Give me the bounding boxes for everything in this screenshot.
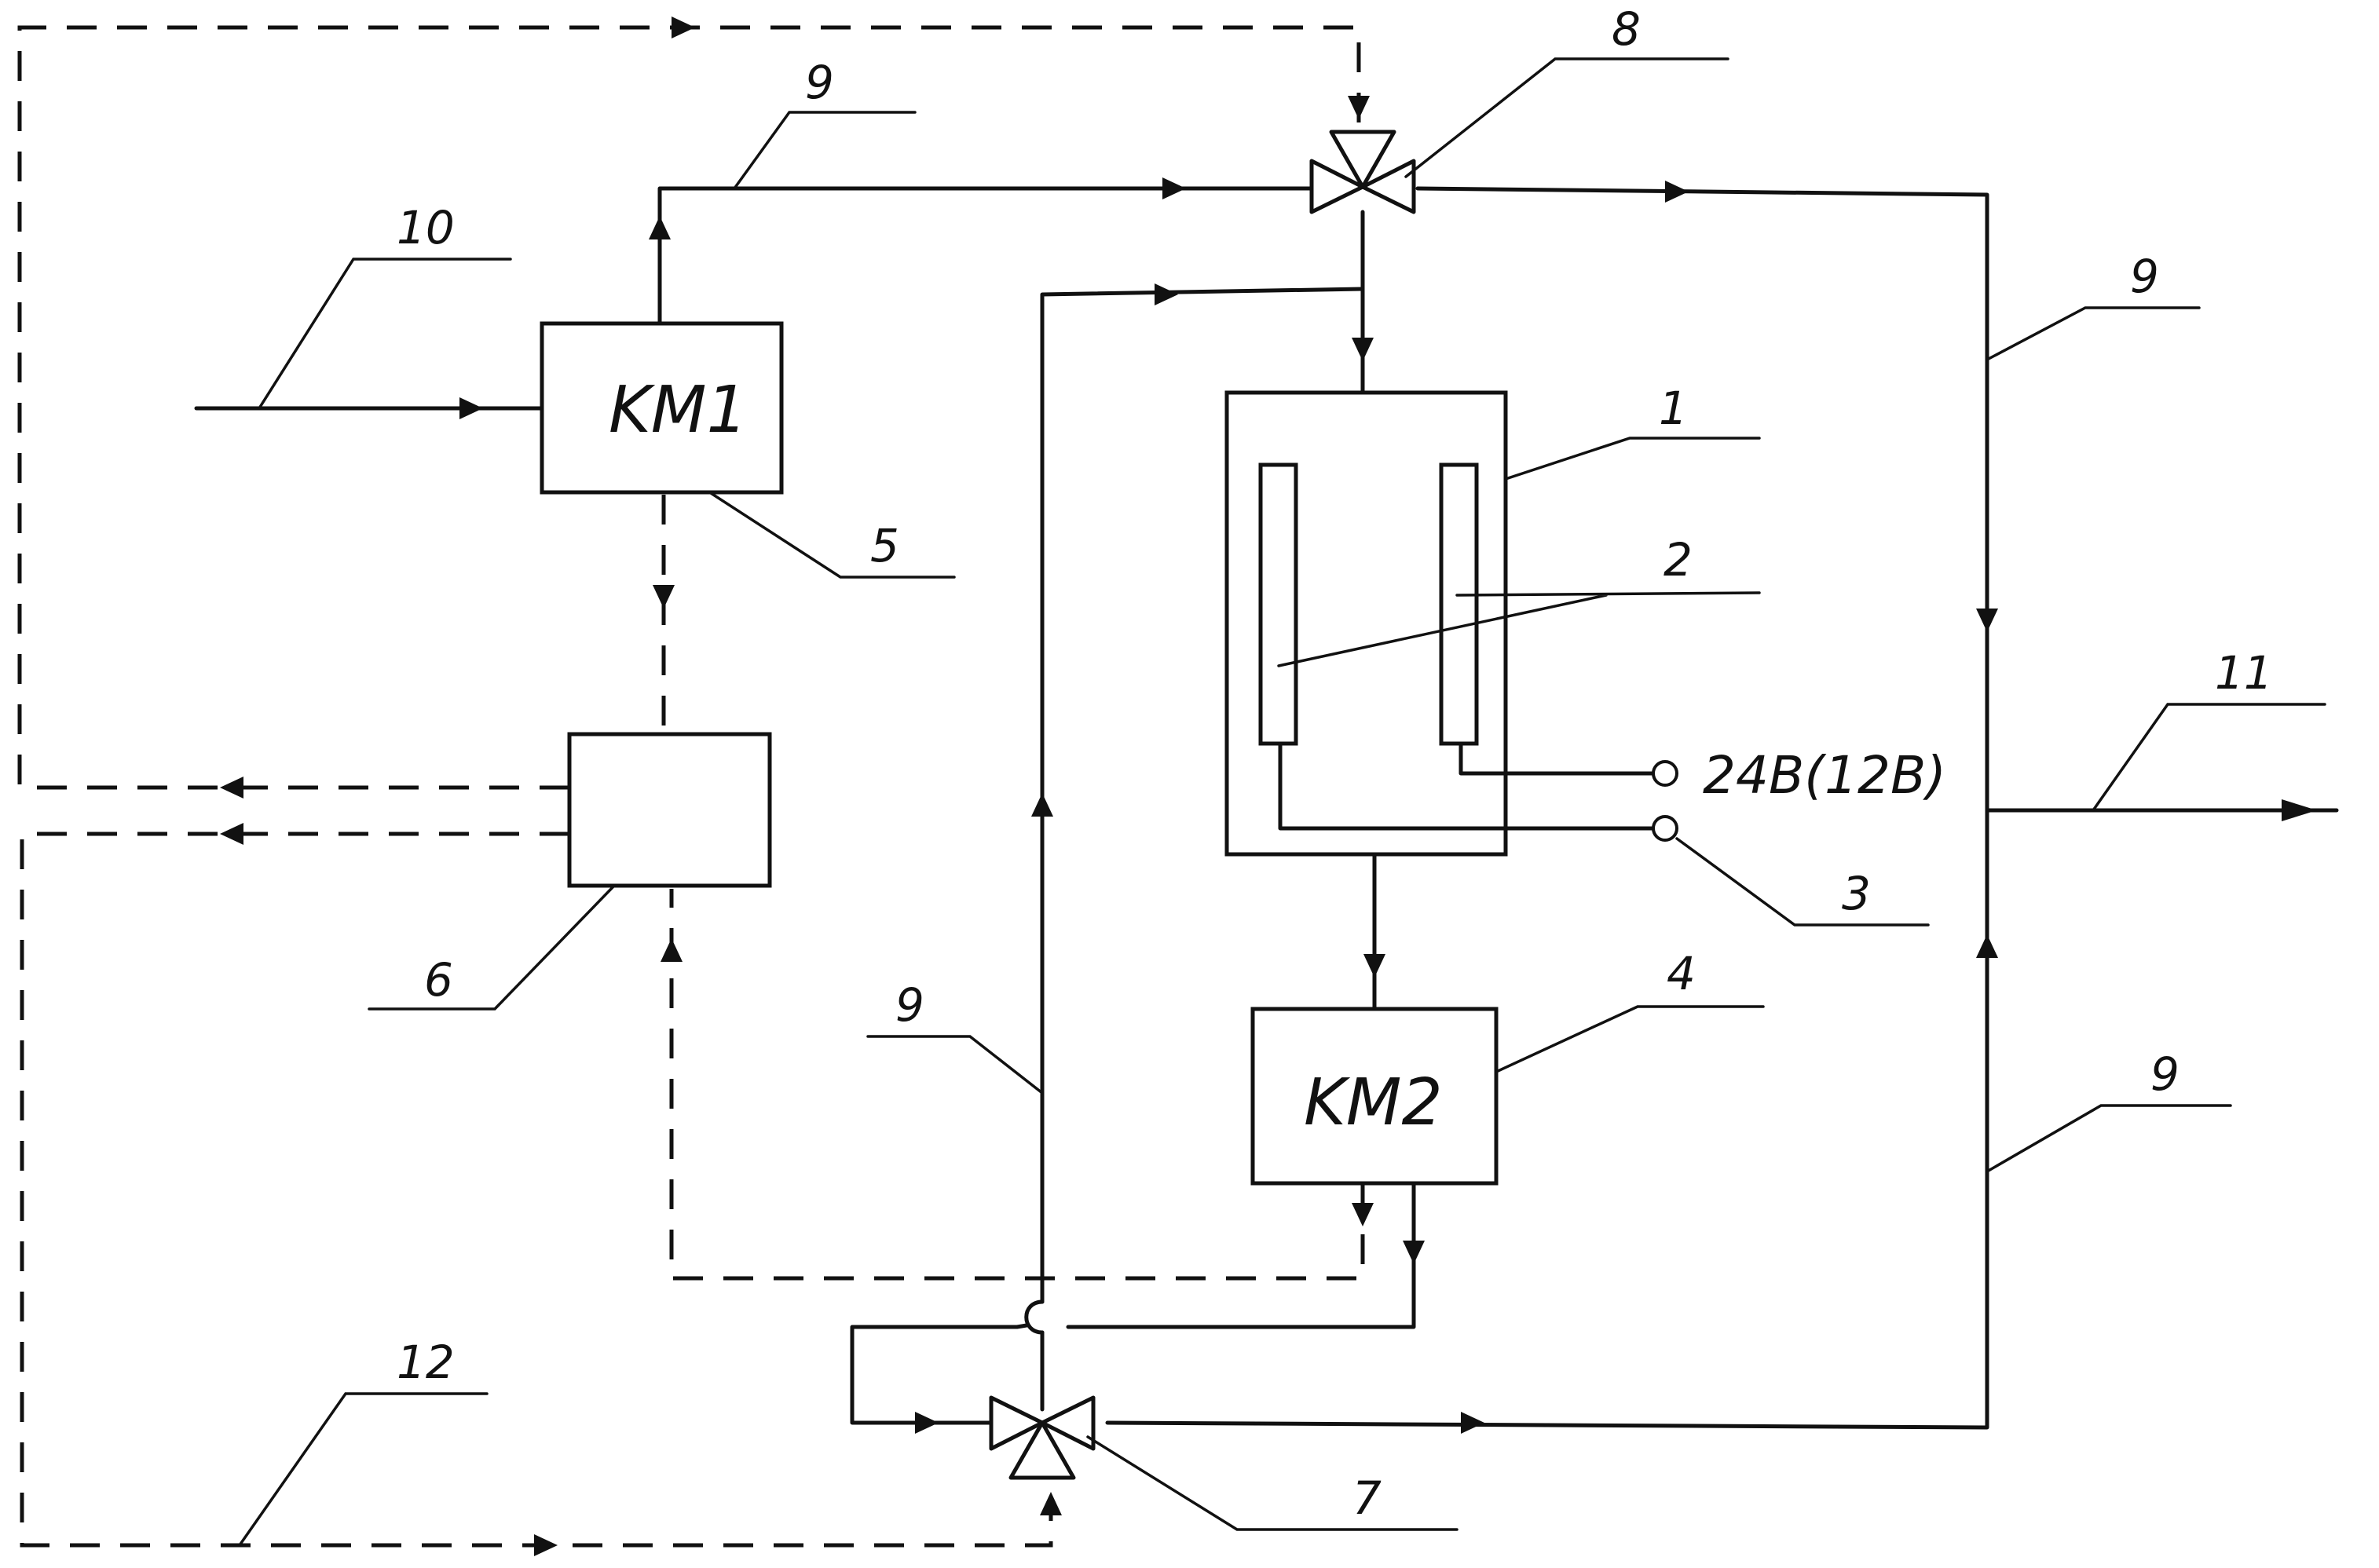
leader-9-right-lower [1987,1106,2231,1171]
label-12: 12 [397,1336,455,1389]
arrow-top-line [1162,177,1186,199]
arrow-km1-up [649,216,671,239]
arrow-dash-top [672,16,695,38]
terminal-bottom [1653,817,1677,840]
block-km2: KM2 [1253,1009,1496,1183]
label-1: 1 [1659,382,1688,435]
km1-label: KM1 [609,373,748,448]
arrow-right-line-down [1976,609,1998,632]
leader-12 [240,1394,487,1545]
leader-8 [1406,59,1728,177]
arrow-dash-bottom [534,1534,558,1556]
label-9-left: 9 [895,978,924,1032]
leader-9-left [868,1036,1042,1093]
arrow-dash-valve-8 [1348,96,1370,119]
terminal-top [1653,762,1677,785]
arrow-hop-to-valve-7 [915,1412,939,1434]
arrow-dash-km1-6 [653,585,675,609]
leader-9-right-upper [1987,308,2199,360]
km2-label: KM2 [1304,1065,1443,1140]
label-4: 4 [1667,947,1696,1000]
arrow-outlet-11 [2282,799,2317,821]
arrow-left-riser [1031,793,1053,817]
label-2: 2 [1663,533,1693,587]
arrow-into-cell [1352,338,1374,361]
cell-1: 24B(12B) [1227,393,1946,854]
label-11: 11 [2215,646,2273,700]
block-6 [569,734,770,886]
leader-4 [1496,1007,1763,1072]
block-6-box [569,734,770,886]
label-9-top: 9 [805,56,834,109]
leader-3 [1677,839,1928,925]
arrow-inlet [459,397,483,419]
arrow-cell-to-km2 [1363,954,1385,978]
leader-7 [1088,1437,1457,1530]
leader-1 [1506,438,1759,479]
label-8: 8 [1612,2,1641,56]
label-5: 5 [870,519,899,572]
arrow-dash-valve-7 [1040,1492,1062,1515]
block-km1: KM1 [542,323,781,492]
leader-9-top [734,112,915,188]
pipe-km1-to-valve-8 [660,188,1312,323]
electrode-right [1441,465,1477,744]
arrow-dash-6-left-top [220,777,243,799]
leader-6 [369,886,614,1009]
label-3: 3 [1842,867,1871,920]
leader-10 [259,259,511,408]
label-9-right-upper: 9 [2130,250,2159,303]
label-7: 7 [1352,1471,1382,1525]
electrode-left [1261,465,1296,744]
arrow-valve-7-out [1461,1412,1484,1434]
label-9-right-lower: 9 [2150,1047,2180,1101]
label-6: 6 [424,953,453,1007]
leader-5 [711,493,954,577]
arrow-right-line-up [1976,934,1998,958]
arrow-dash-6-left-bottom [220,823,243,845]
pipe-hopover [1027,1302,1042,1332]
label-10: 10 [397,201,455,254]
dashed-line-bottom-loop [22,834,1051,1545]
arrow-cell-feed-top [1155,283,1178,305]
voltage-label: 24B(12B) [1703,745,1946,806]
arrow-valve-8-out [1665,181,1689,203]
arrow-km2-return [1403,1241,1425,1264]
arrow-dash-km2-down [1352,1203,1374,1226]
valve-8 [1312,132,1414,212]
arrow-dash-into-6 [661,938,683,962]
leader-11 [2093,704,2325,810]
